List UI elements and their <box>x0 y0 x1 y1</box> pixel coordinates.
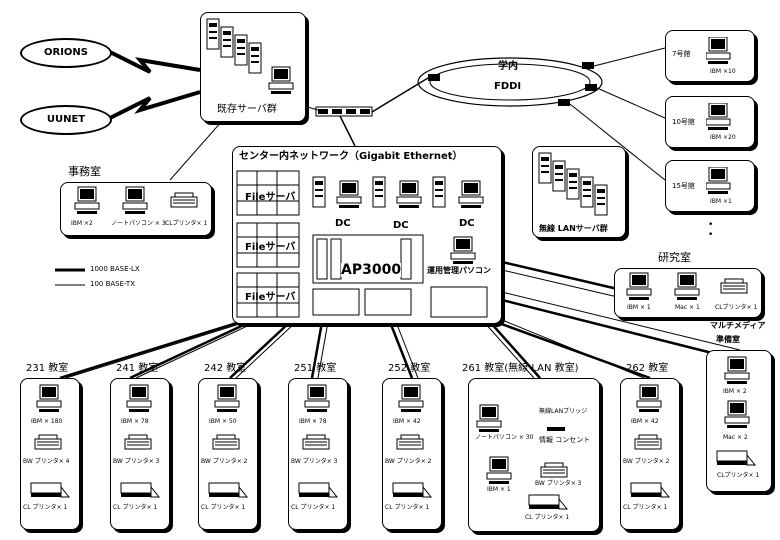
room-title: 262 教室 <box>626 363 669 374</box>
room-title: 252 教室 <box>388 363 431 374</box>
building-7: 7号館 IBM ×10 <box>665 30 755 82</box>
existing-servers-label: 既存サーバ群 <box>217 104 277 115</box>
office-box: IBM ×2 ノートパソコン × 3 CLプリンタ× 1 <box>60 182 212 236</box>
room-box: IBM × 50 BW プリンタ× 2 CL プリンタ× 1 <box>198 378 258 530</box>
multimedia-title-2: 準備室 <box>716 335 740 344</box>
legend-tx: 100 BASE-TX <box>90 280 135 288</box>
room-title: 231 教室 <box>26 363 69 374</box>
lab-mac: Mac × 1 <box>675 304 700 311</box>
file-server-1: Fileサーバ <box>245 192 296 203</box>
room-box: IBM × 180 BW プリンタ× 4 CL プリンタ× 1 <box>20 378 80 530</box>
room261-cl: CL プリンタ× 1 <box>525 514 570 521</box>
multimedia-title-1: マルチメディア <box>710 321 766 330</box>
lab-title: 研究室 <box>658 251 691 264</box>
fddi-name: 学内 <box>498 61 518 72</box>
room-title: 251 教室 <box>294 363 337 374</box>
orions-label: ORIONS <box>44 47 88 58</box>
room-bw-printer: BW プリンタ× 2 <box>623 458 670 465</box>
room-pc: IBM × 42 <box>631 418 659 425</box>
room261-outlet: 情報 コンセント <box>539 436 591 444</box>
room261-title: 261 教室(無線 LAN 教室) <box>462 363 579 374</box>
room-pc: IBM × 180 <box>31 418 63 425</box>
room-pc: IBM × 78 <box>121 418 149 425</box>
existing-servers-box: 既存サーバ群 <box>200 12 306 122</box>
office-pc: IBM ×2 <box>71 220 93 227</box>
building-10: 10号館 IBM ×20 <box>665 96 755 148</box>
room-bw-printer: BW プリンタ× 3 <box>113 458 160 465</box>
room-cl-printer: CL プリンタ× 1 <box>291 504 336 511</box>
building-name: 15号館 <box>672 182 695 190</box>
building-name: 10号館 <box>672 118 695 126</box>
wireless-servers-label: 無線 LANサーバ群 <box>539 224 608 233</box>
orions-cloud: ORIONS <box>20 38 112 68</box>
room261-bw: BW プリンタ× 3 <box>535 480 582 487</box>
room261-notebook: ノートパソコン × 30 <box>475 434 534 441</box>
building-pc-count: IBM ×20 <box>710 134 736 141</box>
legend-lx: 1000 BASE-LX <box>90 265 140 273</box>
room-cl-printer: CL プリンタ× 1 <box>23 504 68 511</box>
ap3000-label: AP3000 <box>341 262 402 278</box>
file-server-3: Fileサーバ <box>245 292 296 303</box>
dc-1: DC <box>335 218 351 229</box>
dc-3: DC <box>459 218 475 229</box>
multimedia-pc: IBM × 2 <box>723 388 747 395</box>
room261-pc: IBM × 1 <box>487 486 511 493</box>
room-box: IBM × 78 BW プリンタ× 3 CL プリンタ× 1 <box>288 378 348 530</box>
dc-2: DC <box>393 220 409 231</box>
room-pc: IBM × 42 <box>393 418 421 425</box>
building-pc-count: IBM ×10 <box>710 68 736 75</box>
multimedia-printer: CLプリンタ× 1 <box>717 472 760 479</box>
uunet-label: UUNET <box>46 114 86 125</box>
room261-box: 無線LANブリッジ ノートパソコン × 30 情報 コンセント IBM × 1 … <box>468 378 600 532</box>
room-bw-printer: BW プリンタ× 2 <box>201 458 248 465</box>
more-dots: •• <box>708 220 714 240</box>
admin-pc-label: 運用管理パソコン <box>427 266 491 275</box>
building-15: 15号館 IBM ×1 <box>665 160 755 212</box>
lab-pc: IBM × 1 <box>627 304 651 311</box>
building-name: 7号館 <box>672 50 691 58</box>
lab-box: IBM × 1 Mac × 1 CLプリンタ× 1 <box>614 268 762 318</box>
room-box: IBM × 42 BW プリンタ× 2 CL プリンタ× 1 <box>620 378 680 530</box>
room-box: IBM × 42 BW プリンタ× 2 CL プリンタ× 1 <box>382 378 442 530</box>
uunet-cloud: UUNET <box>20 105 112 135</box>
room-bw-printer: BW プリンタ× 3 <box>291 458 338 465</box>
room-box: IBM × 78 BW プリンタ× 3 CL プリンタ× 1 <box>110 378 170 530</box>
office-notebook: ノートパソコン × 3 <box>111 220 166 227</box>
room-title: 241 教室 <box>116 363 159 374</box>
multimedia-mac: Mac × 2 <box>723 434 748 441</box>
wireless-servers-box: 無線 LANサーバ群 <box>532 146 626 238</box>
room-pc: IBM × 50 <box>209 418 237 425</box>
file-server-2: Fileサーバ <box>245 242 296 253</box>
room-bw-printer: BW プリンタ× 2 <box>385 458 432 465</box>
lab-printer: CLプリンタ× 1 <box>715 304 758 311</box>
multimedia-box: IBM × 2 Mac × 2 CLプリンタ× 1 <box>706 350 772 492</box>
room-pc: IBM × 78 <box>299 418 327 425</box>
center-network-box: センター内ネットワーク（Gigabit Ethernet） Fileサーバ Fi… <box>232 146 502 324</box>
room-cl-printer: CL プリンタ× 1 <box>201 504 246 511</box>
room-bw-printer: BW プリンタ× 4 <box>23 458 70 465</box>
building-pc-count: IBM ×1 <box>710 198 732 205</box>
room261-bridge: 無線LANブリッジ <box>539 408 588 415</box>
room-cl-printer: CL プリンタ× 1 <box>385 504 430 511</box>
room-title: 242 教室 <box>204 363 247 374</box>
fddi-sub: FDDI <box>494 81 522 92</box>
office-title: 事務室 <box>68 165 101 178</box>
room-cl-printer: CL プリンタ× 1 <box>113 504 158 511</box>
room-cl-printer: CL プリンタ× 1 <box>623 504 668 511</box>
center-title: センター内ネットワーク（Gigabit Ethernet） <box>239 151 463 162</box>
office-printer: CLプリンタ× 1 <box>165 220 208 227</box>
